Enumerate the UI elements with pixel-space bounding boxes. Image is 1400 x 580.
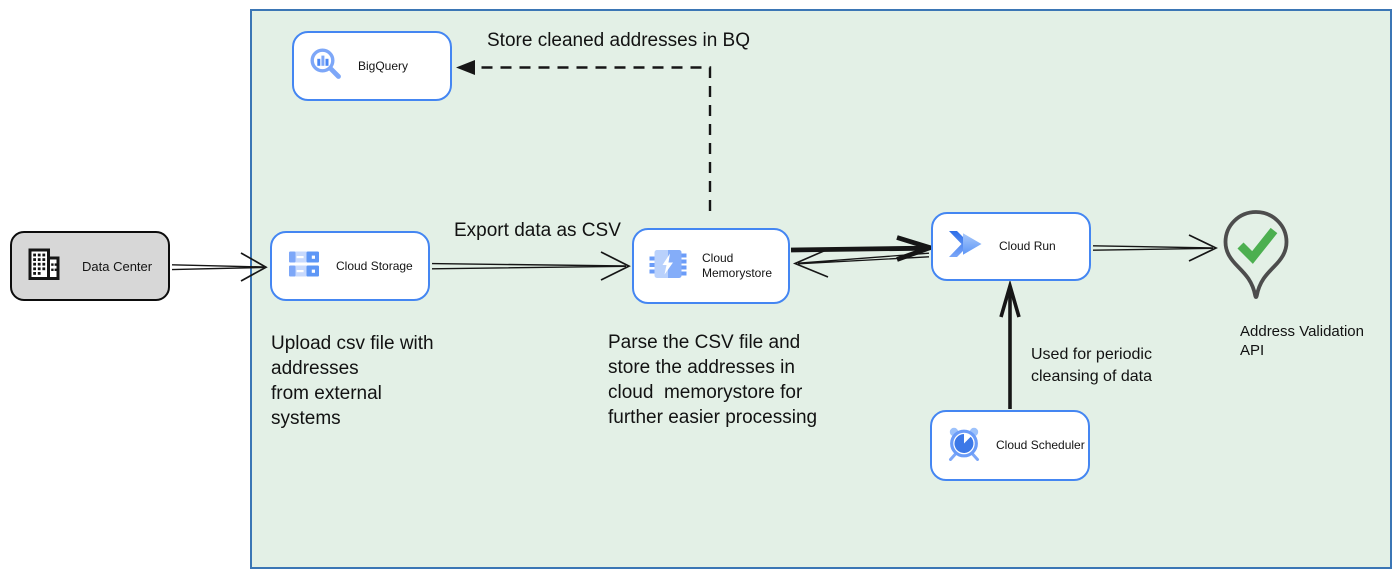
- bigquery-icon: [309, 47, 343, 86]
- node-cloud-run[interactable]: Cloud Run: [931, 212, 1091, 281]
- node-bigquery[interactable]: BigQuery: [292, 31, 452, 101]
- node-cloud-scheduler[interactable]: Cloud Scheduler: [930, 410, 1090, 481]
- node-label: Data Center: [82, 258, 153, 274]
- data-center-icon: [27, 247, 61, 286]
- gcp-boundary-container: [250, 9, 1392, 569]
- node-label: BigQuery: [358, 58, 409, 73]
- cloud-scheduler-icon: [947, 426, 981, 466]
- annotation-periodic: Used for periodic cleansing of data: [1031, 346, 1152, 385]
- annotation-upload: Upload csv file with addresses from exte…: [271, 333, 434, 429]
- cloud-storage-icon: [287, 249, 321, 284]
- annotation-store-bq: Store cleaned addresses in BQ: [487, 30, 750, 51]
- node-label-address-validation: Address Validation API: [1240, 323, 1364, 359]
- node-cloud-storage[interactable]: Cloud Storage: [270, 231, 430, 301]
- cloud-memorystore-icon: [649, 248, 687, 285]
- node-data-center[interactable]: Data Center: [10, 231, 170, 301]
- map-pin-icon: [1223, 210, 1289, 299]
- node-label: Cloud Memorystore: [702, 251, 773, 280]
- node-address-validation[interactable]: [1222, 209, 1292, 314]
- node-label: Cloud Scheduler: [996, 438, 1085, 452]
- node-label: Cloud Run: [999, 239, 1056, 253]
- node-label: Cloud Storage: [336, 258, 413, 273]
- checkmark-icon: [1237, 227, 1278, 264]
- annotation-parse: Parse the CSV file and store the address…: [608, 332, 818, 428]
- node-cloud-memorystore[interactable]: Cloud Memorystore: [632, 228, 790, 304]
- cloud-run-icon: [948, 230, 984, 263]
- annotation-export-csv: Export data as CSV: [454, 220, 621, 241]
